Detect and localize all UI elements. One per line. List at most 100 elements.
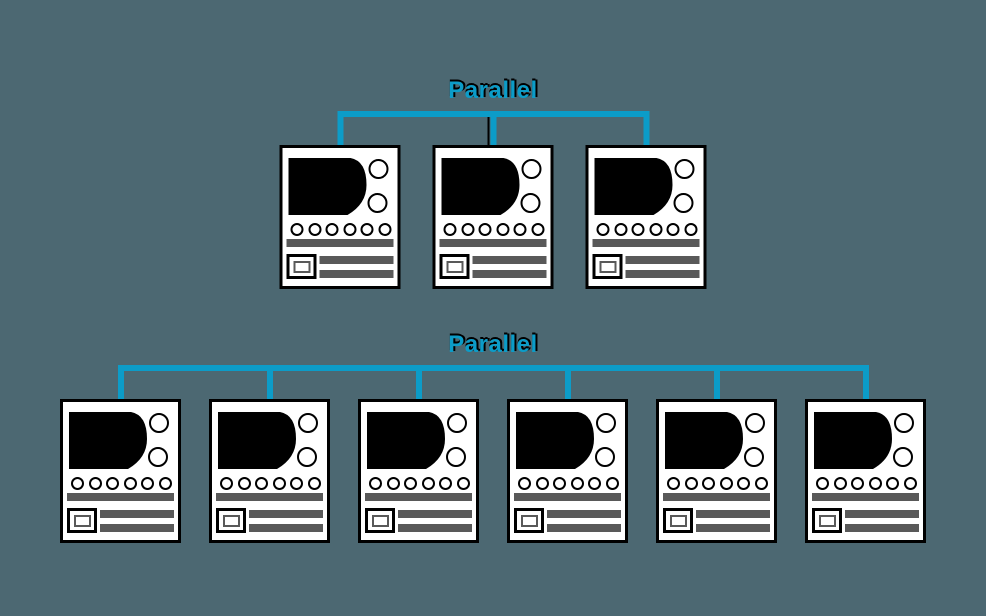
text-bar (398, 510, 472, 518)
dot-icon (754, 477, 768, 490)
dot-row (518, 477, 619, 490)
checkbox-inner (446, 260, 463, 273)
status-circle (521, 159, 542, 179)
dot-icon (439, 477, 453, 490)
text-bar (547, 524, 621, 532)
bracket-stem (415, 365, 422, 399)
checkbox-icon (514, 508, 544, 533)
dot-icon (816, 477, 829, 490)
checkbox-icon (812, 508, 842, 533)
text-bar (319, 270, 394, 278)
dot-icon (684, 223, 698, 236)
status-circle (367, 193, 388, 213)
dot-icon (605, 477, 619, 490)
checkbox-inner (599, 260, 616, 273)
status-circle (745, 413, 765, 433)
dot-icon (369, 477, 382, 490)
text-bar (514, 493, 621, 501)
dot-icon (158, 477, 172, 490)
dot-icon (531, 223, 545, 236)
dot-icon (570, 477, 584, 490)
dot-row (71, 477, 172, 490)
bracket-connector (60, 365, 926, 399)
text-bar (472, 256, 547, 264)
checkbox-inner (293, 260, 310, 273)
bracket-stem (564, 365, 571, 399)
status-circle (595, 447, 615, 467)
status-circle (298, 413, 318, 433)
dot-icon (421, 477, 435, 490)
dot-icon (443, 223, 457, 236)
text-bar (439, 239, 547, 247)
checkbox-inner (371, 514, 389, 527)
dot-icon (496, 223, 510, 236)
dot-icon (702, 477, 716, 490)
dot-icon (141, 477, 155, 490)
dot-icon (343, 223, 357, 236)
test-report-card (209, 399, 330, 543)
dot-icon (290, 223, 304, 236)
checkbox-inner (73, 514, 91, 527)
parallel-group-top: Parallel (279, 78, 707, 289)
parallel-group-bottom: Parallel (60, 332, 926, 543)
dot-icon (272, 477, 286, 490)
dot-icon (737, 477, 751, 490)
text-bar (845, 510, 919, 518)
dot-icon (106, 477, 120, 490)
bracket-stem (266, 365, 273, 399)
dot-icon (886, 477, 900, 490)
bracket-stem (117, 365, 124, 399)
dot-row (596, 223, 698, 236)
status-circle (368, 159, 389, 179)
bracket-stem (487, 111, 496, 145)
status-circle (674, 159, 695, 179)
thumbnail-shape (516, 412, 594, 469)
dot-icon (461, 223, 475, 236)
status-circle (520, 193, 541, 213)
bracket-bar (117, 365, 869, 371)
checkbox-inner (520, 514, 538, 527)
text-bar (100, 524, 174, 532)
bracket-stem (337, 111, 343, 145)
text-bar (625, 256, 700, 264)
checkbox-icon (67, 508, 97, 533)
checkbox-icon (286, 254, 317, 279)
dot-icon (518, 477, 531, 490)
dot-icon (513, 223, 527, 236)
dot-icon (903, 477, 917, 490)
dot-icon (325, 223, 339, 236)
bracket-stem (862, 365, 869, 399)
checkbox-icon (592, 254, 623, 279)
dot-icon (237, 477, 251, 490)
text-bar (398, 524, 472, 532)
dot-icon (588, 477, 602, 490)
checkbox-icon (663, 508, 693, 533)
dot-icon (255, 477, 269, 490)
dot-icon (596, 223, 610, 236)
dot-icon (456, 477, 470, 490)
status-circle (894, 413, 914, 433)
dot-icon (378, 223, 392, 236)
dot-icon (719, 477, 733, 490)
status-circle (148, 447, 168, 467)
dot-icon (833, 477, 847, 490)
thumbnail-shape (367, 412, 445, 469)
dot-icon (123, 477, 137, 490)
thumbnail-shape (665, 412, 743, 469)
thumbnail-shape (441, 158, 520, 215)
text-bar (365, 493, 472, 501)
dot-icon (535, 477, 549, 490)
text-bar (696, 524, 770, 532)
text-bar (472, 270, 547, 278)
dot-row (290, 223, 392, 236)
bracket-connector (280, 111, 707, 145)
dot-icon (553, 477, 567, 490)
text-bar (249, 510, 323, 518)
dot-row (443, 223, 545, 236)
status-circle (596, 413, 616, 433)
checkbox-icon (216, 508, 246, 533)
test-report-card (507, 399, 628, 543)
status-circle (446, 447, 466, 467)
dot-icon (308, 223, 322, 236)
thumbnail-shape (814, 412, 892, 469)
